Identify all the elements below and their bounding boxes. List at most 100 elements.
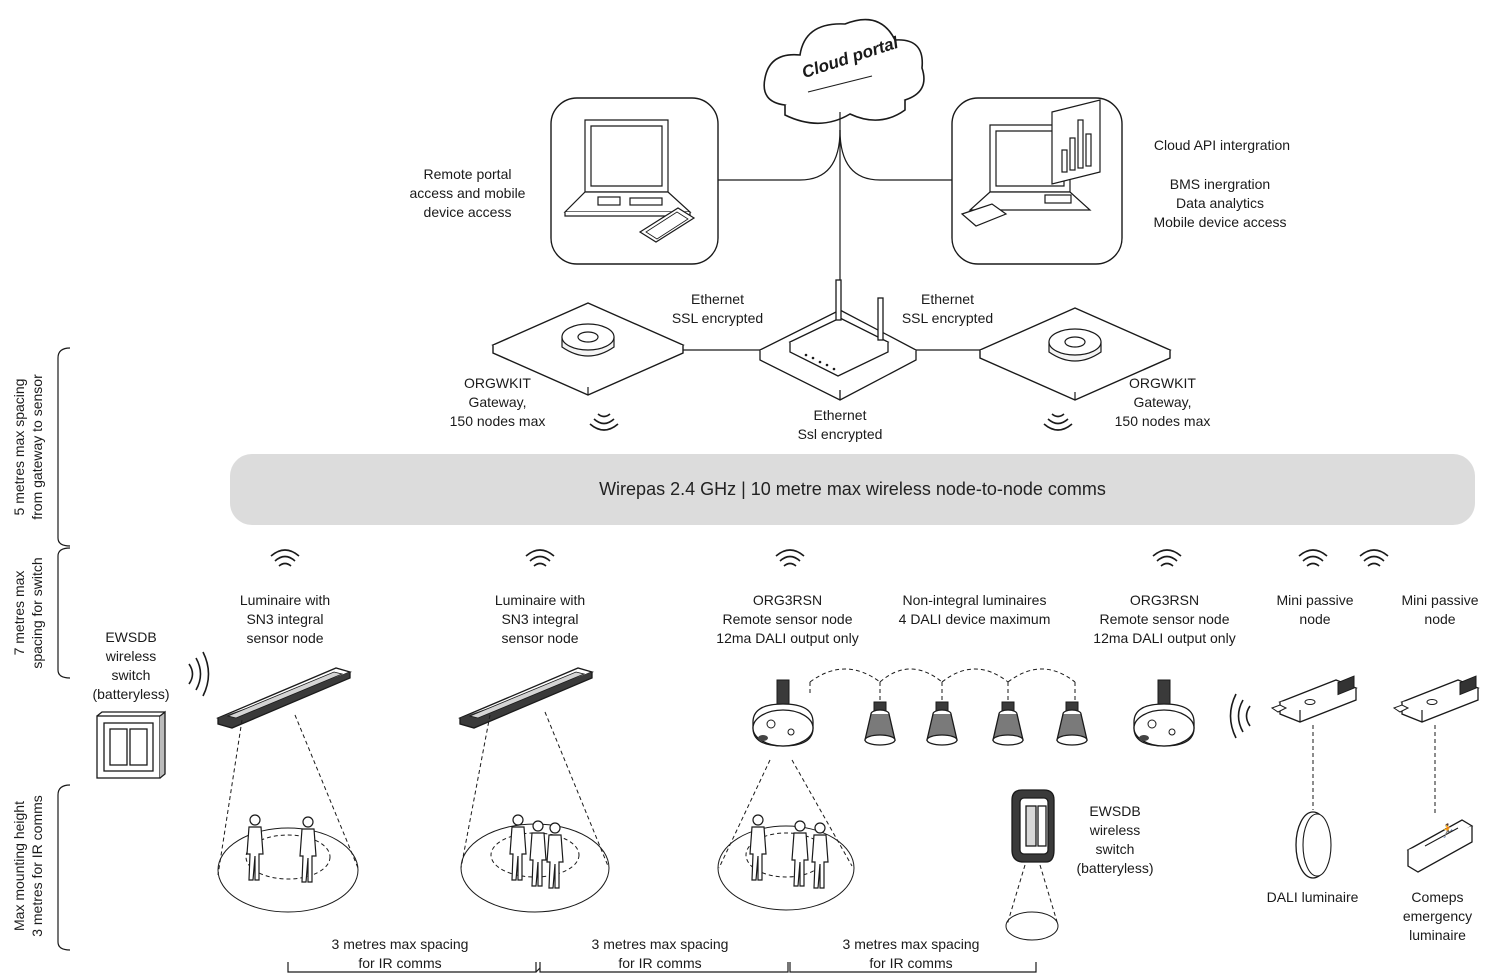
cloud-api-title-text: Cloud API intergration — [1153, 137, 1291, 153]
mini-passive-2-line: Mini passive — [1401, 592, 1479, 608]
luminaire-2-icon — [459, 667, 593, 729]
emergency-line: luminaire — [1409, 927, 1466, 943]
remote-portal-line: access and mobile — [409, 185, 526, 201]
cloud-portal-icon — [763, 18, 925, 124]
emergency-luminaire-icon: 🏃 — [1406, 819, 1474, 873]
gateway-left-line: Gateway, — [468, 394, 527, 410]
gateway-left-wireless-icon — [589, 413, 619, 431]
remote-sensor-2-side-wireless-icon — [1229, 693, 1251, 739]
luminaire-2-line: SN3 integral — [501, 611, 579, 627]
switch-floor-line: EWSDB — [1089, 803, 1141, 819]
gateway-right-wireless-icon — [1043, 413, 1073, 431]
spacing-line: 3 metres max spacing — [591, 936, 729, 952]
luminaire-1-label: Luminaire with SN3 integral sensor node — [225, 591, 345, 648]
switch-floor-line: wireless — [1089, 822, 1141, 838]
ethernet-right-line: Ethernet — [921, 291, 974, 307]
cloud-api-list: BMS inergration Data analytics Mobile de… — [1140, 175, 1300, 232]
downlight-4-icon — [1056, 701, 1088, 746]
remote-sensor-1-line: Remote sensor node — [722, 611, 853, 627]
emergency-label: Comeps emergency luminaire — [1390, 888, 1485, 945]
phone-icon — [638, 207, 696, 243]
remote-sensor-1-line: 12ma DALI output only — [716, 630, 859, 646]
ethernet-center-line: Ethernet — [813, 407, 867, 423]
spacing-label-2: 3 metres max spacing for IR comms — [585, 935, 735, 973]
spacing-line: for IR comms — [618, 955, 702, 971]
gateway-left-line: 150 nodes max — [449, 413, 546, 429]
person-icon — [811, 822, 829, 889]
switch-floor-line: switch — [1095, 841, 1135, 857]
emergency-line: Comeps — [1411, 889, 1464, 905]
switch-left-label: EWSDB wireless switch (batteryless) — [88, 628, 174, 704]
mini-node-2-wireless-icon — [1359, 549, 1389, 567]
switch-left-line: wireless — [105, 648, 157, 664]
dali-luminaire-label: DALI luminaire — [1250, 888, 1375, 907]
luminaire-1-line: sensor node — [246, 630, 324, 646]
downlight-1-icon — [864, 701, 896, 746]
side-brackets — [57, 347, 71, 951]
wirepas-mesh-band: Wirepas 2.4 GHz | 10 metre max wireless … — [230, 454, 1475, 525]
downlight-3-icon — [992, 701, 1024, 746]
switch-left-line: EWSDB — [105, 629, 157, 645]
person-icon — [299, 816, 317, 883]
remote-portal-label: Remote portal access and mobile device a… — [400, 165, 535, 222]
remote-sensor-1-line: ORG3RSN — [752, 592, 823, 608]
remote-portal-line: device access — [423, 204, 512, 220]
non-integral-line: Non-integral luminaires — [902, 592, 1047, 608]
cloud-api-line: Data analytics — [1176, 195, 1264, 211]
remote-sensor-2-wireless-icon — [1152, 549, 1182, 567]
remote-sensor-2-line: ORG3RSN — [1129, 592, 1200, 608]
luminaire-2-line: Luminaire with — [494, 592, 586, 608]
mini-passive-node-1-icon — [1271, 675, 1357, 723]
ethernet-center-label: Ethernet Ssl encrypted — [785, 406, 895, 444]
gateway-right-line: ORGWKIT — [1129, 375, 1196, 391]
luminaire-2-label: Luminaire with SN3 integral sensor node — [480, 591, 600, 648]
mini-passive-1-label: Mini passive node — [1265, 591, 1365, 629]
remote-sensor-1-icon — [752, 679, 814, 747]
ethernet-left-label: Ethernet SSL encrypted — [660, 290, 775, 328]
gateway-left-line: ORGWKIT — [464, 375, 531, 391]
remote-sensor-1-label: ORG3RSN Remote sensor node 12ma DALI out… — [700, 591, 875, 648]
spacing-line: for IR comms — [869, 955, 953, 971]
person-icon — [246, 814, 264, 881]
dali-links — [809, 668, 1076, 700]
cloud-api-title: Cloud API intergration — [1142, 136, 1302, 155]
gateway-spacing-label: 5 metres max spacing from gateway to sen… — [10, 374, 46, 520]
chart-screen-icon — [1051, 99, 1101, 185]
luminaire-1-wireless-icon — [270, 549, 300, 567]
mini-passive-2-line: node — [1424, 611, 1456, 627]
switch-floor-line: (batteryless) — [1076, 860, 1154, 876]
remote-portal-panel — [550, 97, 719, 265]
ethernet-left-line: SSL encrypted — [671, 310, 764, 326]
mini-passive-1-line: node — [1299, 611, 1331, 627]
router-icon — [758, 279, 918, 401]
remote-sensor-2-label: ORG3RSN Remote sensor node 12ma DALI out… — [1077, 591, 1252, 648]
wirepas-mesh-label: Wirepas 2.4 GHz | 10 metre max wireless … — [599, 479, 1106, 499]
phone-icon — [960, 203, 1008, 227]
remote-sensor-1-wireless-icon — [775, 549, 805, 567]
mini-node-1-wireless-icon — [1298, 549, 1328, 567]
laptop-icon — [968, 124, 1092, 211]
person-icon — [749, 814, 767, 881]
switch-floor-label: EWSDB wireless switch (batteryless) — [1070, 802, 1160, 878]
wall-switch-floor-icon — [1011, 789, 1055, 863]
remote-sensor-2-icon — [1133, 679, 1195, 747]
ethernet-right-label: Ethernet SSL encrypted — [890, 290, 1005, 328]
gateway-right-label: ORGWKIT Gateway, 150 nodes max — [1105, 374, 1220, 431]
switch-spacing-line: 7 metres max — [11, 570, 27, 656]
dali-luminaire-icon — [1295, 811, 1332, 879]
luminaire-1-line: Luminaire with — [239, 592, 331, 608]
mini-passive-1-line: Mini passive — [1276, 592, 1354, 608]
luminaire-2-wireless-icon — [525, 549, 555, 567]
switch-spacing-line: spacing for switch — [29, 557, 45, 669]
cloud-api-line: Mobile device access — [1153, 214, 1287, 230]
switch-spacing-label: 7 metres max spacing for switch — [10, 557, 46, 668]
non-integral-line: 4 DALI device maximum — [898, 611, 1051, 627]
spacing-line: for IR comms — [358, 955, 442, 971]
downlight-2-icon — [926, 701, 958, 746]
floor-switch-cone — [1005, 864, 1059, 941]
non-integral-label: Non-integral luminaires 4 DALI device ma… — [882, 591, 1067, 629]
ethernet-left-line: Ethernet — [691, 291, 744, 307]
wall-switch-left-icon — [96, 710, 166, 779]
network-links — [683, 112, 980, 351]
